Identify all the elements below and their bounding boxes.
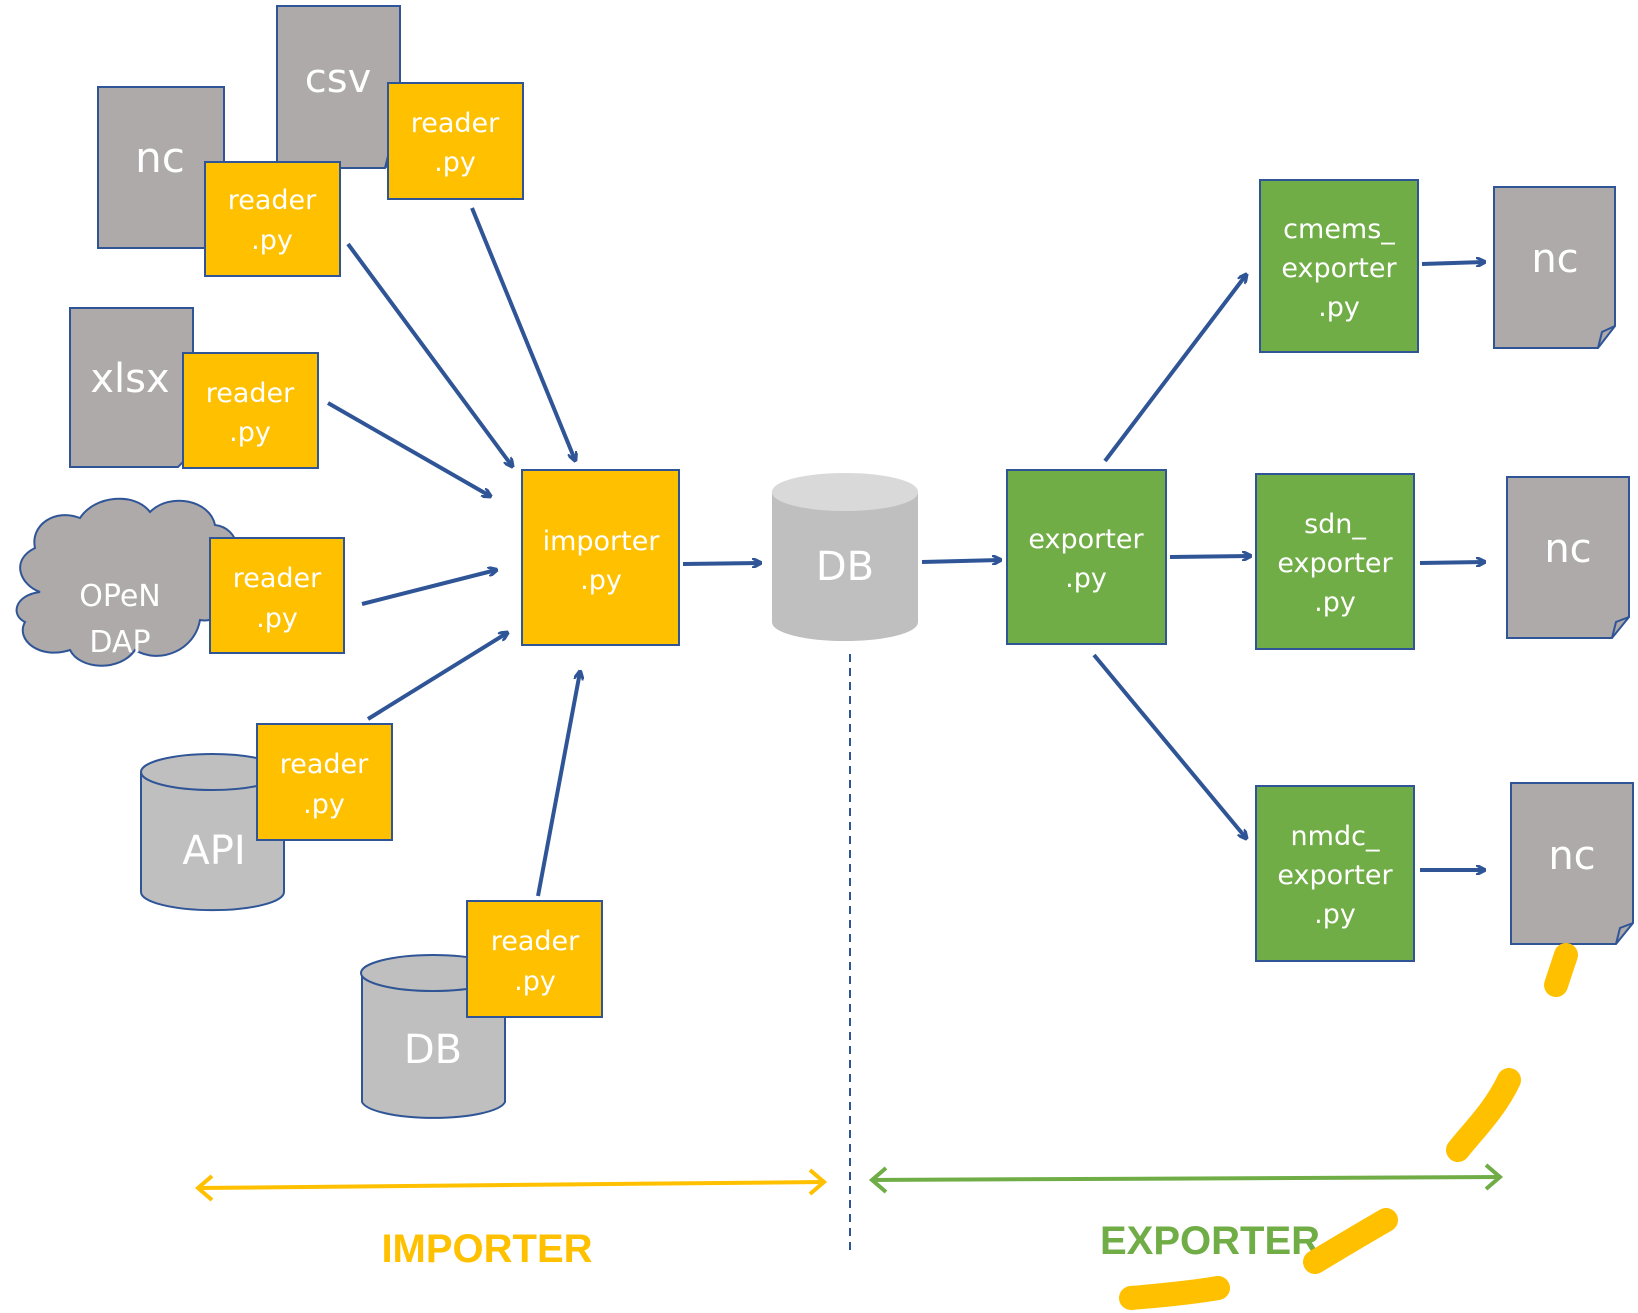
exporter-box: exporter .py bbox=[1006, 469, 1167, 645]
output-nc-2-label: nc bbox=[1544, 526, 1591, 572]
output-nc-file-3: nc bbox=[1510, 782, 1634, 945]
importer-line2: .py bbox=[580, 565, 622, 596]
arrow-exporter-to-cmems bbox=[1103, 275, 1246, 463]
arrow-cmems-to-nc bbox=[1421, 262, 1484, 264]
reader-box-opendap-line2: .py bbox=[256, 603, 298, 634]
importer-line1: importer bbox=[543, 526, 661, 557]
nmdc-exporter-box: nmdc_ exporter .py bbox=[1255, 785, 1415, 962]
output-nc-file-2: nc bbox=[1506, 476, 1630, 639]
output-nc-3-label: nc bbox=[1548, 833, 1595, 879]
db-source-label: DB bbox=[404, 1027, 462, 1073]
sdn-line2: exporter bbox=[1277, 548, 1393, 579]
reader-box-api-line2: .py bbox=[303, 789, 345, 820]
highlight-dashed-curve bbox=[1119, 943, 1578, 1310]
central-db-label: DB bbox=[816, 544, 874, 590]
cmems-line1: cmems_ bbox=[1283, 214, 1395, 245]
nc-source-label: nc bbox=[135, 133, 185, 182]
arrow-opendap-reader-to-importer bbox=[361, 570, 496, 606]
xlsx-label: xlsx bbox=[90, 356, 169, 402]
exporter-span-arrow bbox=[868, 1163, 1504, 1194]
reader-box-db-line2: .py bbox=[514, 966, 556, 997]
arrow-exporter-to-nmdc bbox=[1092, 653, 1246, 838]
importer-span-arrow bbox=[194, 1168, 828, 1202]
exporter-line2: .py bbox=[1065, 563, 1107, 594]
arrow-db-to-exporter bbox=[921, 560, 1000, 562]
xlsx-source-file: xlsx bbox=[69, 307, 194, 468]
sdn-exporter-box: sdn_ exporter .py bbox=[1255, 473, 1415, 650]
output-nc-1-label: nc bbox=[1531, 236, 1578, 282]
cmems-exporter-box: cmems_ exporter .py bbox=[1259, 179, 1419, 353]
arrow-nc-reader-to-importer bbox=[346, 242, 512, 466]
arrow-exporter-to-sdn bbox=[1169, 556, 1250, 557]
cmems-line2: exporter bbox=[1281, 253, 1397, 284]
sdn-line1: sdn_ bbox=[1304, 509, 1366, 540]
reader-box-opendap-line1: reader bbox=[233, 563, 322, 594]
exporter-section-label: EXPORTER bbox=[1100, 1219, 1320, 1263]
reader-box-nc: reader .py bbox=[204, 161, 341, 277]
nmdc-line1: nmdc_ bbox=[1291, 821, 1380, 852]
reader-box-csv-line1: reader bbox=[411, 108, 500, 139]
reader-box-csv-line2: .py bbox=[434, 147, 476, 178]
reader-box-nc-line2: .py bbox=[251, 225, 293, 256]
opendap-label-line1: OPeN bbox=[79, 579, 161, 614]
reader-box-xlsx: reader .py bbox=[182, 352, 319, 469]
nmdc-line3: .py bbox=[1314, 899, 1356, 930]
reader-box-xlsx-line2: .py bbox=[229, 417, 271, 448]
central-db-cylinder: DB bbox=[772, 473, 918, 641]
arrow-xlsx-reader-to-importer bbox=[327, 401, 490, 496]
reader-box-api-line1: reader bbox=[280, 749, 369, 780]
flow-arrows bbox=[327, 207, 1484, 897]
reader-box-opendap: reader .py bbox=[209, 537, 345, 654]
arrow-db-reader-to-importer bbox=[536, 672, 580, 897]
arrow-sdn-to-nc bbox=[1419, 562, 1484, 563]
reader-box-csv: reader .py bbox=[387, 82, 524, 200]
arrow-api-reader-to-importer bbox=[366, 633, 507, 721]
opendap-cloud: OPeN DAP bbox=[15, 497, 239, 667]
opendap-label-line2: DAP bbox=[89, 625, 150, 660]
arrow-importer-to-db bbox=[682, 563, 760, 564]
importer-box: importer .py bbox=[521, 469, 680, 646]
csv-label: csv bbox=[305, 56, 372, 102]
cmems-line3: .py bbox=[1318, 292, 1360, 323]
reader-box-nc-line1: reader bbox=[228, 185, 317, 216]
importer-section-label: IMPORTER bbox=[381, 1227, 592, 1271]
api-cylinder: API bbox=[140, 753, 285, 912]
exporter-line1: exporter bbox=[1028, 524, 1144, 555]
reader-box-api: reader .py bbox=[256, 723, 393, 841]
api-label: API bbox=[182, 828, 245, 874]
reader-box-db-line1: reader bbox=[491, 926, 580, 957]
arrow-csv-reader-to-importer bbox=[470, 207, 575, 460]
output-nc-file-1: nc bbox=[1493, 186, 1616, 349]
sdn-line3: .py bbox=[1314, 587, 1356, 618]
reader-box-db: reader .py bbox=[466, 900, 603, 1018]
csv-source-file: csv bbox=[276, 5, 401, 169]
reader-box-xlsx-line1: reader bbox=[206, 378, 295, 409]
nmdc-line2: exporter bbox=[1277, 860, 1393, 891]
